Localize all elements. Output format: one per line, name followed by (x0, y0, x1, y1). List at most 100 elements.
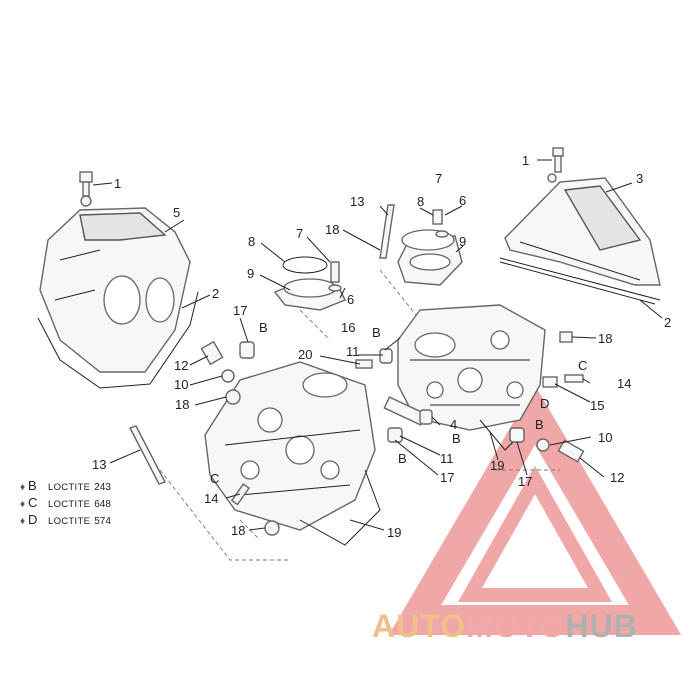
callout-5: 5 (173, 205, 180, 220)
left-sensor-fitting (200, 340, 224, 366)
callout-10-right: 10 (598, 430, 612, 445)
callout-1-right: 1 (522, 153, 529, 168)
callout-17-right: 17 (518, 474, 532, 489)
long-stud-lower (129, 425, 166, 485)
callout-2-right: 2 (664, 315, 671, 330)
legend-letter: D (28, 512, 38, 527)
callout-1-left: 1 (114, 176, 121, 191)
watermark-text: AUTOMOTOHUB (372, 608, 638, 645)
mark-b-1: B (259, 320, 268, 335)
left-head-gasket (299, 469, 381, 546)
callout-4: 4 (450, 417, 457, 432)
callout-14-right: 14 (617, 376, 631, 391)
callout-18-bottom: 18 (231, 523, 245, 538)
callout-13-top: 13 (350, 194, 364, 209)
legend-brand: LOCTITE (48, 499, 91, 510)
mark-b-2: B (372, 325, 381, 340)
callout-labels: 1 5 2 1 3 2 8 7 6 9 18 13 8 7 6 9 17 B 1… (92, 153, 671, 540)
plug-17-lower (387, 427, 403, 443)
legend-number: 574 (94, 516, 111, 527)
watermark-part-2: MOTO (466, 608, 566, 644)
left-cylinder-head (204, 361, 376, 531)
right-sensor-fitting (557, 439, 585, 463)
left-intake-manifold (273, 256, 346, 311)
right-stud-14 (564, 374, 584, 383)
legend-row-d: ♦ D LOCTITE 574 (20, 512, 111, 529)
legend-letter: B (28, 478, 37, 493)
callout-12-left: 12 (174, 358, 188, 373)
loctite-legend: ♦ B LOCTITE 243 ♦ C LOCTITE 648 ♦ D LOCT… (20, 478, 111, 529)
callout-20: 20 (298, 347, 312, 362)
watermark-triangle-logo (388, 385, 682, 635)
leader-lines (92, 159, 663, 531)
callout-11-top: 11 (346, 344, 360, 359)
left-head-cover-gasket (37, 291, 199, 389)
left-intake-bolt (328, 261, 342, 292)
right-plug-15 (542, 376, 558, 388)
right-intake-bolt (432, 209, 449, 238)
long-stud-upper (379, 204, 395, 259)
callout-15: 15 (590, 398, 604, 413)
callout-19-right: 19 (490, 458, 504, 473)
right-cover-bolt (547, 147, 564, 183)
assembly-guide-lines (159, 269, 560, 561)
left-bolt-20 (355, 359, 373, 369)
drop-icon: ♦ (20, 516, 26, 527)
right-washer (536, 438, 550, 452)
legend-brand: LOCTITE (48, 482, 91, 493)
drop-icon: ♦ (20, 482, 26, 493)
legend-number: 648 (94, 499, 111, 510)
mark-c-1: C (578, 358, 587, 373)
callout-3: 3 (636, 171, 643, 186)
callout-16: 16 (341, 320, 355, 335)
callout-8-left: 8 (248, 234, 255, 249)
callout-19-left: 19 (387, 525, 401, 540)
left-plug (239, 341, 255, 359)
plug-16 (379, 348, 393, 364)
right-nut-18 (559, 331, 573, 343)
callout-18-top: 18 (325, 222, 339, 237)
callout-17-left: 17 (233, 303, 247, 318)
callout-18-right: 18 (598, 331, 612, 346)
mark-d-1: D (540, 396, 549, 411)
left-cover-bolt (79, 171, 93, 207)
callout-6-right: 6 (459, 193, 466, 208)
legend-letter: C (28, 495, 38, 510)
left-nut-18 (225, 389, 241, 405)
left-nut-18b (264, 520, 280, 536)
right-cylinder-head (397, 304, 546, 431)
callout-10-left: 10 (174, 377, 188, 392)
watermark-part-3: HUB (565, 608, 638, 644)
callout-13-bottom: 13 (92, 457, 106, 472)
callout-11-bottom: 11 (440, 451, 454, 466)
legend-row-b: ♦ B LOCTITE 243 (20, 478, 111, 495)
legend-row-c: ♦ C LOCTITE 648 (20, 495, 111, 512)
callout-9-right: 9 (459, 234, 466, 249)
right-intake-manifold (397, 229, 463, 286)
right-plug-17 (509, 427, 525, 443)
right-head-cover (504, 177, 661, 286)
mark-b-5: B (535, 417, 544, 432)
callout-6-left: 6 (347, 292, 354, 307)
callout-2-left: 2 (212, 286, 219, 301)
drop-icon: ♦ (20, 499, 26, 510)
plug-4 (419, 409, 433, 425)
callout-9-left: 9 (247, 266, 254, 281)
callout-7-right: 7 (435, 171, 442, 186)
right-head-cover-gasket (499, 257, 661, 305)
callout-14-left: 14 (204, 491, 218, 506)
mark-c-2: C (210, 471, 219, 486)
callout-17-bottom: 17 (440, 470, 454, 485)
mark-b-3: B (452, 431, 461, 446)
left-head-cover (39, 207, 191, 373)
callout-7-left: 7 (296, 226, 303, 241)
callout-18-left: 18 (175, 397, 189, 412)
legend-number: 243 (94, 482, 111, 493)
legend-brand: LOCTITE (48, 516, 91, 527)
callout-12-right: 12 (610, 470, 624, 485)
callout-8-right: 8 (417, 194, 424, 209)
left-washer (221, 369, 235, 383)
left-stud-14 (230, 483, 250, 506)
mark-b-4: B (398, 451, 407, 466)
